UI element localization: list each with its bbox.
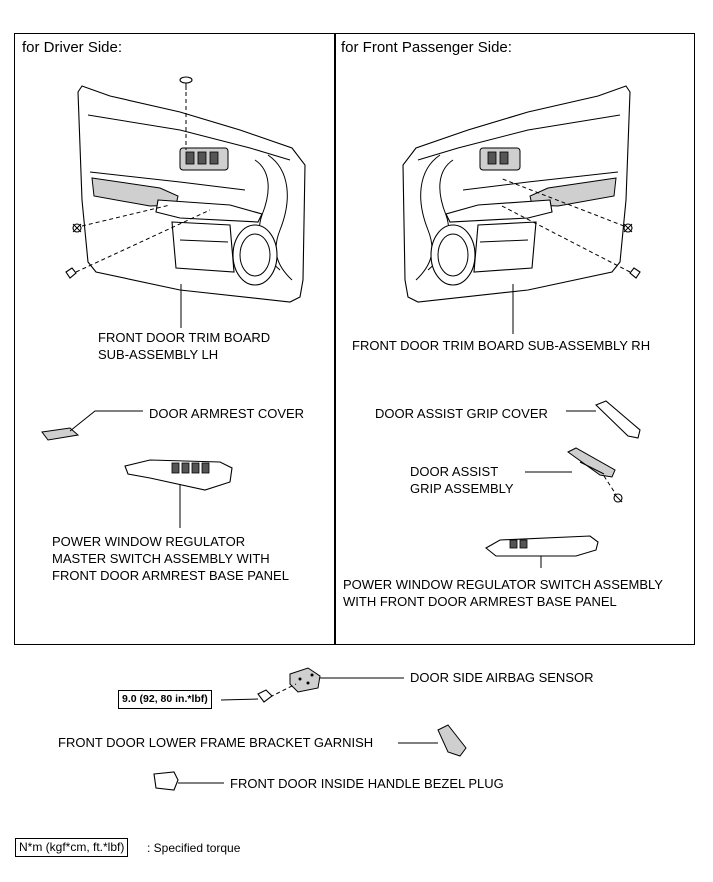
passenger-trim-board-label: FRONT DOOR TRIM BOARD SUB-ASSEMBLY RH	[352, 338, 651, 353]
driver-side-title: for Driver Side:	[22, 39, 123, 56]
master-switch-label-line3: FRONT DOOR ARMREST BASE PANEL	[52, 568, 289, 583]
armrest-cover-drawing	[41, 410, 143, 441]
master-switch-label-line2: MASTER SWITCH ASSEMBLY WITH	[52, 551, 270, 566]
grip-assembly-label-line1: DOOR ASSIST	[410, 464, 499, 479]
master-switch-label-line1: POWER WINDOW REGULATOR	[52, 534, 246, 549]
torque-legend-text: : Specified torque	[147, 841, 241, 855]
armrest-cover-label: DOOR ARMREST COVER	[149, 406, 305, 421]
grip-assembly-drawing	[525, 447, 623, 503]
grip-cover-label: DOOR ASSIST GRIP COVER	[375, 406, 548, 421]
master-switch-drawing	[124, 459, 233, 528]
airbag-sensor-label: DOOR SIDE AIRBAG SENSOR	[410, 670, 594, 685]
passenger-side-panel	[334, 33, 695, 645]
driver-trim-board-label-line2: SUB-ASSEMBLY LH	[98, 347, 219, 362]
bezel-plug-label: FRONT DOOR INSIDE HANDLE BEZEL PLUG	[230, 776, 504, 791]
grip-assembly-label-line2: GRIP ASSEMBLY	[410, 481, 514, 496]
bracket-garnish-drawing	[398, 724, 467, 757]
airbag-sensor-drawing	[220, 667, 404, 703]
torque-unit-box: N*m (kgf*cm, ft.*lbf)	[15, 838, 129, 857]
passenger-switch-label-line2: WITH FRONT DOOR ARMREST BASE PANEL	[343, 594, 617, 609]
grip-cover-drawing	[566, 400, 641, 439]
bracket-garnish-label: FRONT DOOR LOWER FRAME BRACKET GARNISH	[58, 735, 374, 750]
passenger-trim-board-drawing	[402, 85, 641, 334]
driver-trim-board-drawing	[65, 76, 306, 328]
driver-trim-board-label-line1: FRONT DOOR TRIM BOARD	[98, 330, 271, 345]
bezel-plug-drawing	[153, 771, 224, 791]
passenger-side-title: for Front Passenger Side:	[341, 39, 512, 56]
driver-side-panel	[14, 33, 336, 645]
passenger-switch-label-line1: POWER WINDOW REGULATOR SWITCH ASSEMBLY	[343, 577, 663, 592]
passenger-switch-drawing	[485, 535, 599, 568]
torque-value-box: 9.0 (92, 80 in.*lbf)	[118, 690, 212, 709]
